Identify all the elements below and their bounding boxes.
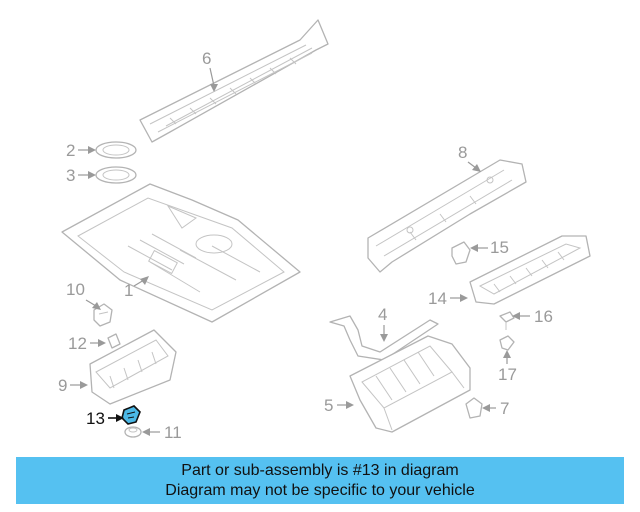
callout-2: 2 [66,141,96,160]
part-8-rail [367,159,527,273]
notice-line-part-number: Part or sub-assembly is #13 in diagram [181,461,459,479]
part-12-plug [107,333,121,349]
callout-8-label: 8 [458,143,467,162]
callout-13-label: 13 [86,409,105,428]
part-4-weatherstrip [329,315,439,361]
part-7-bracket [465,397,483,419]
callout-1-label: 1 [124,281,133,300]
part-3-grommet [95,166,137,184]
part-10-bracket [93,303,113,327]
part-6-sill [139,19,329,143]
callout-5: 5 [324,396,354,415]
callout-1: 1 [124,276,149,300]
callout-2-label: 2 [66,141,75,160]
diagram-notice-banner: Part or sub-assembly is #13 in diagram D… [16,457,624,504]
callout-9: 9 [58,376,88,395]
callout-14-label: 14 [428,289,447,308]
callout-17-label: 17 [498,365,517,384]
callout-8: 8 [458,143,481,172]
part-16-bolt [499,311,515,330]
callout-9-label: 9 [58,376,67,395]
part-13-clip-highlighted [121,405,141,425]
callout-17: 17 [498,350,517,384]
parts-diagram: 6 2 3 8 15 10 1 14 4 [58,19,591,442]
callout-6: 6 [202,49,218,92]
part-5-step-well [349,335,471,433]
callout-11-label: 11 [164,423,182,442]
callout-16: 16 [512,307,553,326]
callout-15-label: 15 [490,238,509,257]
callout-12: 12 [68,334,106,353]
callout-4-label: 4 [378,305,387,324]
part-9-step-box [89,329,177,405]
part-14-running-board [469,235,591,305]
part-2-grommet [95,141,137,159]
callout-5-label: 5 [324,396,333,415]
callout-16-label: 16 [534,307,553,326]
callout-3-label: 3 [66,166,75,185]
callout-10-label: 10 [66,280,85,299]
callout-3: 3 [66,166,96,185]
notice-line-disclaimer: Diagram may not be specific to your vehi… [165,481,475,499]
callout-7: 7 [482,399,509,418]
part-15-bracket [451,241,471,265]
part-1-floor-pan [61,183,301,323]
callout-11: 11 [142,423,182,442]
callout-4: 4 [378,305,388,342]
part-17-clip [499,335,515,351]
callout-14: 14 [428,289,468,308]
callout-13-highlighted[interactable]: 13 [86,409,124,428]
callout-10: 10 [66,280,101,310]
callout-15: 15 [470,238,509,257]
callout-6-label: 6 [202,49,211,68]
callout-12-label: 12 [68,334,87,353]
callout-7-label: 7 [500,399,509,418]
